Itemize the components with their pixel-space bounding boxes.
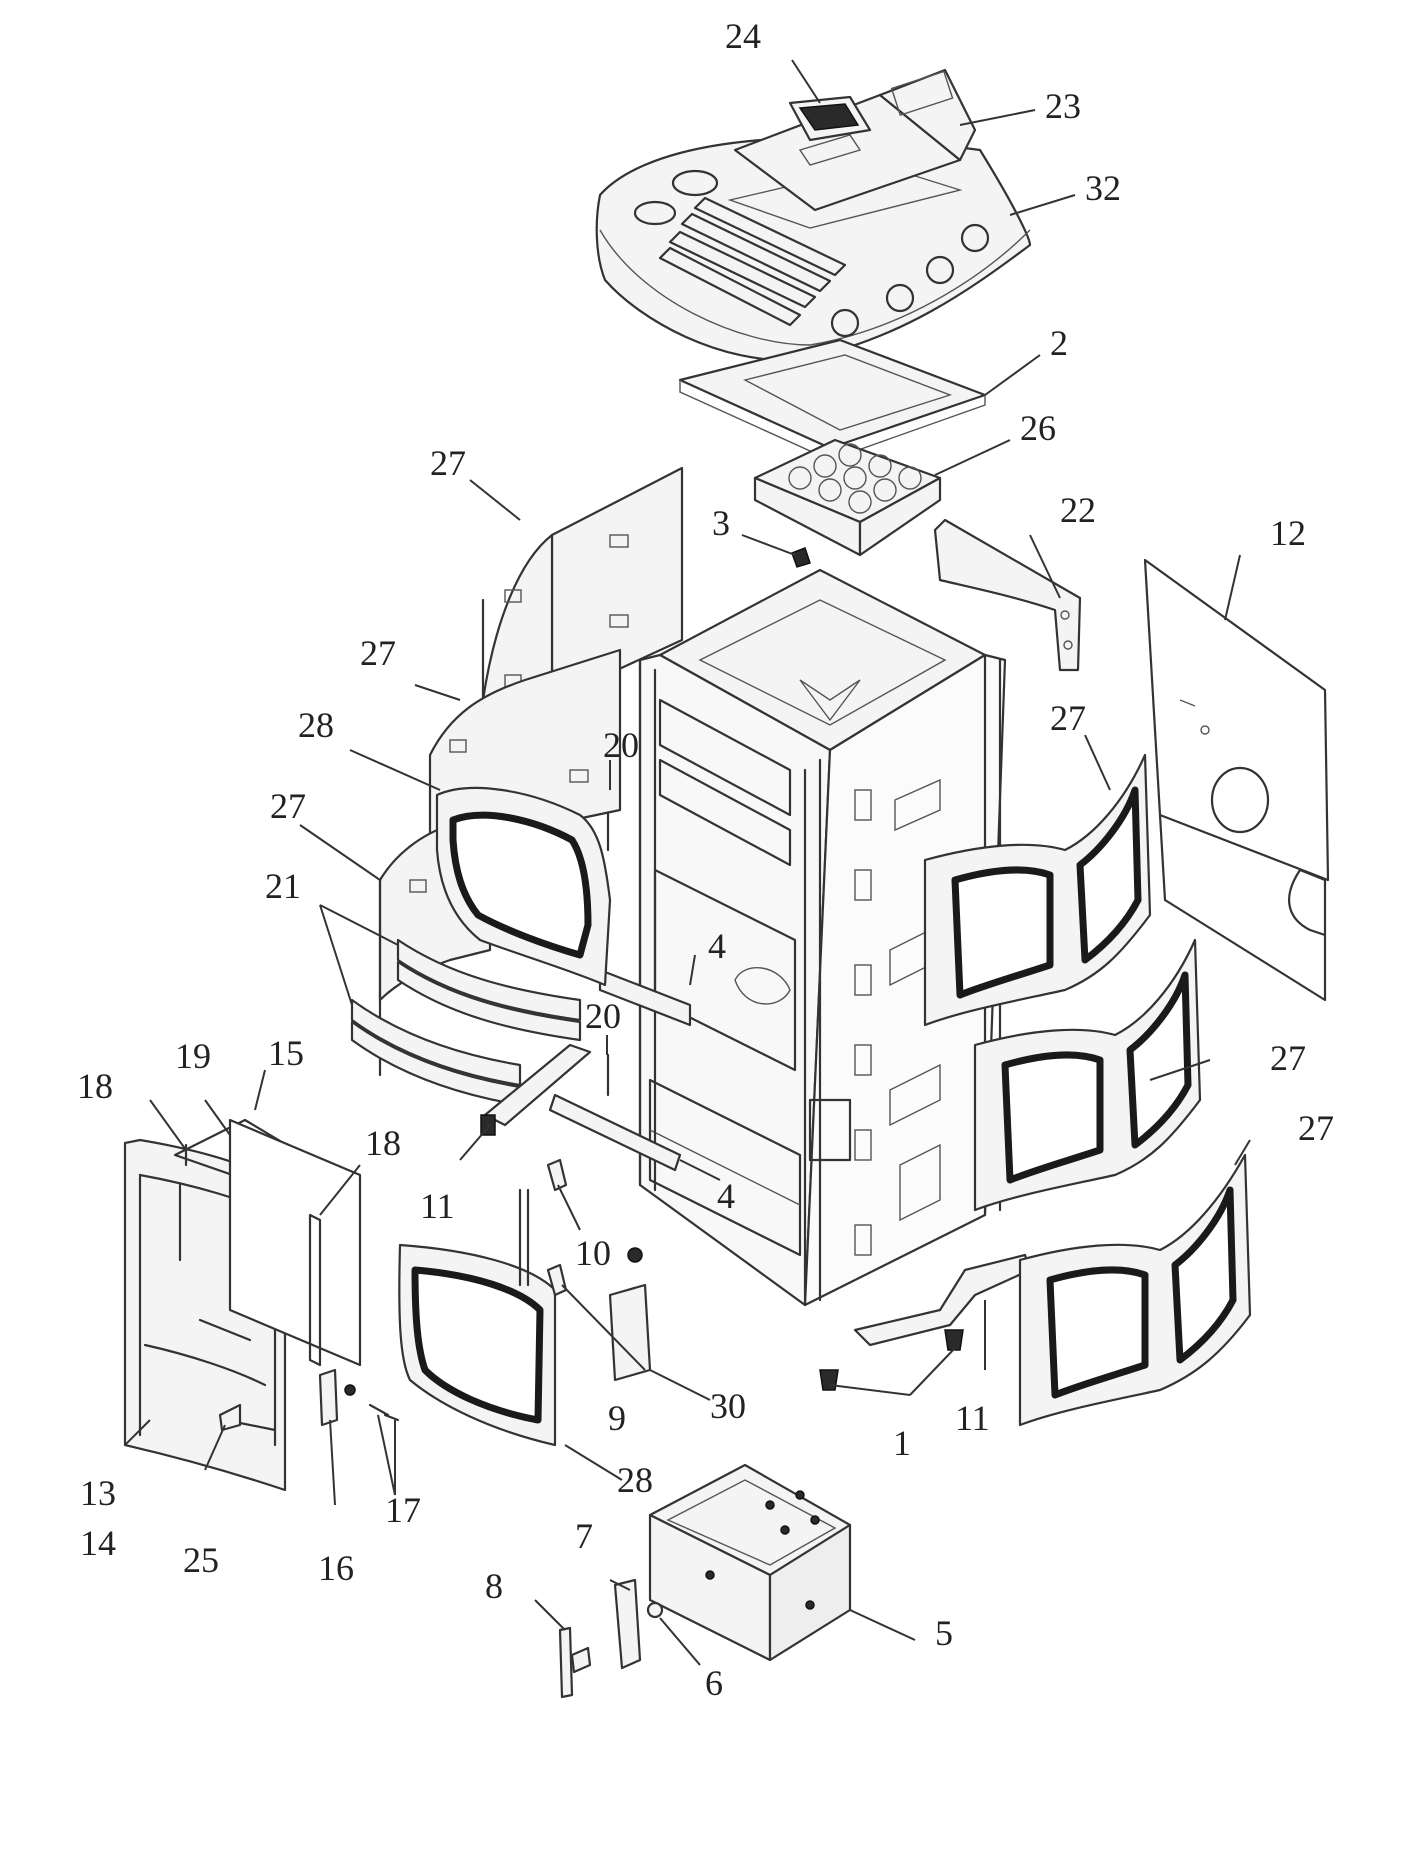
callout-19: 19 — [175, 1036, 211, 1076]
callout-11-left: 11 — [420, 1186, 455, 1226]
callout-20-upper: 20 — [603, 725, 639, 765]
callout-18-right: 18 — [365, 1123, 401, 1163]
curved-glass-panel-upper — [435, 786, 612, 987]
callout-27-mid-left: 27 — [360, 633, 396, 673]
callout-26: 26 — [1020, 408, 1056, 448]
rail-lower — [548, 1093, 682, 1172]
callout-22: 22 — [1060, 490, 1096, 530]
callout-4-upper: 4 — [708, 926, 726, 966]
bracket — [608, 1247, 652, 1382]
right-glass-panel-top — [923, 753, 1152, 1027]
callout-labels: 24 23 32 2 26 27 3 22 12 27 28 20 27 27 … — [77, 16, 1334, 1703]
control-button — [788, 95, 872, 142]
washer — [646, 1601, 664, 1619]
clip-upper — [546, 1158, 568, 1192]
rod — [518, 1188, 530, 1287]
callout-28-lower: 28 — [617, 1460, 653, 1500]
rear-panel — [1143, 558, 1330, 1002]
door-handle — [218, 1403, 242, 1432]
callout-30: 30 — [710, 1386, 746, 1426]
callout-27-right-top: 27 — [1050, 698, 1086, 738]
drawer-clip — [613, 1578, 642, 1670]
callout-32: 32 — [1085, 168, 1121, 208]
callout-5: 5 — [935, 1613, 953, 1653]
callout-28-upper: 28 — [298, 705, 334, 745]
hopper-grid — [753, 438, 942, 557]
callout-27-upper-left: 27 — [430, 443, 466, 483]
side-panel-upper-left — [481, 466, 684, 788]
display-bracket — [733, 68, 977, 212]
foot-left — [819, 1369, 839, 1391]
door-glass-sheet — [228, 1118, 362, 1367]
curved-glass-panel-lower — [398, 1243, 557, 1447]
callout-11-right: 11 — [955, 1398, 990, 1438]
gasket-right — [308, 1213, 322, 1367]
ash-drawer — [648, 1463, 852, 1662]
callout-8: 8 — [485, 1566, 503, 1606]
callout-17: 17 — [385, 1490, 421, 1530]
callout-23: 23 — [1045, 86, 1081, 126]
callout-3: 3 — [712, 503, 730, 543]
hinge-arm-left — [480, 1043, 592, 1136]
callout-13: 13 — [80, 1473, 116, 1513]
callout-1: 1 — [893, 1423, 911, 1463]
callout-6: 6 — [705, 1663, 723, 1703]
callout-12: 12 — [1270, 513, 1306, 553]
screws — [368, 1403, 400, 1422]
right-glass-panel-mid — [973, 938, 1202, 1212]
callout-21: 21 — [265, 866, 301, 906]
callout-27-right-mid: 27 — [1270, 1038, 1306, 1078]
callout-27-right-low: 27 — [1298, 1108, 1334, 1148]
callout-27-low-left: 27 — [270, 786, 306, 826]
drawer-handle — [558, 1626, 592, 1699]
right-glass-panel-low — [1018, 1153, 1252, 1427]
leader-lines — [124, 59, 1251, 1666]
callout-14: 14 — [80, 1523, 116, 1563]
foot-right — [944, 1329, 964, 1351]
callout-20-lower: 20 — [585, 996, 621, 1036]
callout-24: 24 — [725, 16, 761, 56]
callout-9: 9 — [608, 1398, 626, 1438]
hinge-arm-right — [853, 1253, 1032, 1347]
callout-7: 7 — [575, 1516, 593, 1556]
callout-18-left: 18 — [77, 1066, 113, 1106]
callout-4-lower: 4 — [717, 1176, 735, 1216]
callout-25: 25 — [183, 1540, 219, 1580]
callout-10: 10 — [575, 1233, 611, 1273]
stove-body-frame — [638, 568, 1007, 1307]
callout-15: 15 — [268, 1033, 304, 1073]
door-latch — [318, 1368, 356, 1427]
callout-16: 16 — [318, 1548, 354, 1588]
top-cover-plate — [595, 136, 1032, 362]
rear-bracket — [933, 518, 1082, 672]
screw — [791, 547, 811, 568]
callout-2: 2 — [1050, 323, 1068, 363]
